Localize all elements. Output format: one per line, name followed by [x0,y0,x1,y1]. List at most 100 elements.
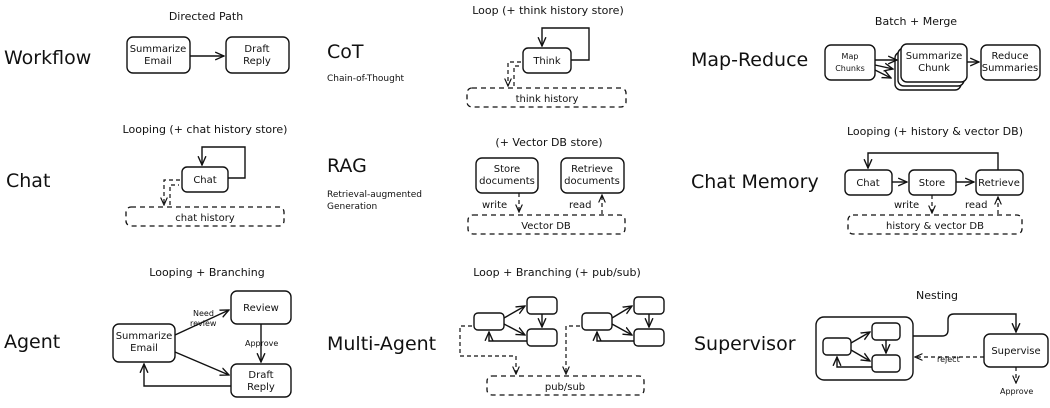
loop-arrow [489,332,527,342]
agent-node [581,312,613,331]
caption-chat: Looping (+ chat history store) [123,123,288,136]
edge-arrow [913,313,1016,337]
nested-node [871,322,901,341]
pattern-workflow: Workflow Directed Path Summarize Email D… [4,10,290,74]
node-store-documents [475,157,539,194]
pattern-supervisor: Supervisor Nesting Supervise reject Appr… [694,289,1049,396]
edge-arrow [850,349,870,361]
node-retrieve [975,169,1024,196]
pattern-chat: Chat Looping (+ chat history store) Chat… [6,123,288,227]
node-retrieve-documents [560,157,625,194]
agent-node [473,312,505,331]
loop-arrow [144,364,231,387]
pubsub-link [566,325,580,374]
store-think-history [466,87,627,108]
store-link [508,61,521,86]
pattern-title-rag: RAG [327,155,367,177]
edge-label-read: read [965,200,988,211]
nested-node [822,337,852,356]
node-summarize-email [112,323,176,363]
node-label: Retrieve [978,178,1020,189]
edge-arrow [174,310,229,336]
edge-arrow [503,323,525,335]
node-label: Store [919,178,945,189]
node-label: Summarize [130,44,187,55]
store-pubsub [486,375,645,396]
node-label: Chat [856,178,879,189]
node-summarize-chunk [900,43,968,83]
node-label: Reply [243,56,271,67]
store-label: chat history [175,213,235,224]
agent-node [633,328,665,347]
node-summarize-email [126,36,191,74]
pattern-subtitle-cot: Chain-of-Thought [327,74,405,84]
node-label: Chunks [835,64,865,73]
loop-arrow [542,27,590,61]
caption-multi-agent: Loop + Branching (+ pub/sub) [473,266,641,279]
pattern-agent: Agent Looping + Branching Summarize Emai… [4,266,292,398]
node-label: Chunk [918,63,950,74]
pattern-title-supervisor: Supervisor [694,333,796,355]
store-link [164,179,180,205]
node-label: Email [144,56,172,67]
node-label: Summarize [116,331,173,342]
caption-chat-memory: Looping (+ history & vector DB) [847,125,1023,138]
pattern-title-map-reduce: Map-Reduce [691,49,808,71]
edge-label-review: review [190,319,217,328]
edge-label-approve: Approve [1000,387,1033,396]
caption-agent: Looping + Branching [149,266,264,279]
pattern-cot: CoT Chain-of-Thought Loop (+ think histo… [327,4,627,108]
caption-workflow: Directed Path [169,10,243,23]
edge-arrow [874,65,893,69]
edge-label-read: read [569,200,592,211]
node-label: documents [564,176,620,187]
store-label: think history [516,94,579,105]
pattern-title-chat-memory: Chat Memory [691,171,819,193]
pattern-subtitle-rag: Retrieval-augmented [327,190,422,200]
agent-node [526,296,558,315]
store-link [513,65,520,86]
node-label: Review [243,303,279,314]
node-label: Store [494,164,520,175]
edge-label-write: write [894,200,919,211]
edge-arrow [850,332,870,344]
node-label: Email [130,343,158,354]
node-label: Think [532,56,561,67]
agent-node [633,296,665,315]
pattern-title-workflow: Workflow [4,47,91,69]
caption-cot: Loop (+ think history store) [472,4,624,17]
store-chat-history [125,206,285,227]
pattern-title-cot: CoT [327,41,364,63]
edge-label-reject: reject [937,355,960,364]
caption-rag: (+ Vector DB store) [495,136,602,149]
edge-arrow [874,69,891,78]
node-map-chunks [824,44,876,81]
store-label: pub/sub [545,382,585,393]
pattern-title-agent: Agent [4,331,60,353]
node-label: Reply [247,382,275,393]
edge-arrow [611,306,632,319]
node-label: Reduce [992,51,1029,62]
edge-label-write: write [482,200,507,211]
edge-arrow [174,351,229,375]
edge-label-need: Need [193,309,214,318]
agent-node [526,328,558,347]
node-draft-reply [225,36,290,74]
store-history-vector-db [847,214,1023,235]
pattern-rag: RAG Retrieval-augmented Generation (+ Ve… [327,136,626,235]
edge-arrow [503,306,525,319]
pubsub-link [459,325,516,374]
caption-map-reduce: Batch + Merge [875,15,957,28]
store-label: history & vector DB [886,221,984,232]
node-draft-reply [230,363,292,398]
node-label: Draft [244,44,269,55]
node-reduce-summaries [980,44,1041,81]
node-label: Draft [248,370,273,381]
store-link [169,184,179,205]
node-label: Map [842,52,859,61]
store-vector-db [467,214,626,235]
pattern-subtitle-rag: Generation [327,202,377,212]
node-label: Summarize [906,51,963,62]
node-label: Retrieve [571,164,613,175]
caption-supervisor: Nesting [916,289,958,302]
